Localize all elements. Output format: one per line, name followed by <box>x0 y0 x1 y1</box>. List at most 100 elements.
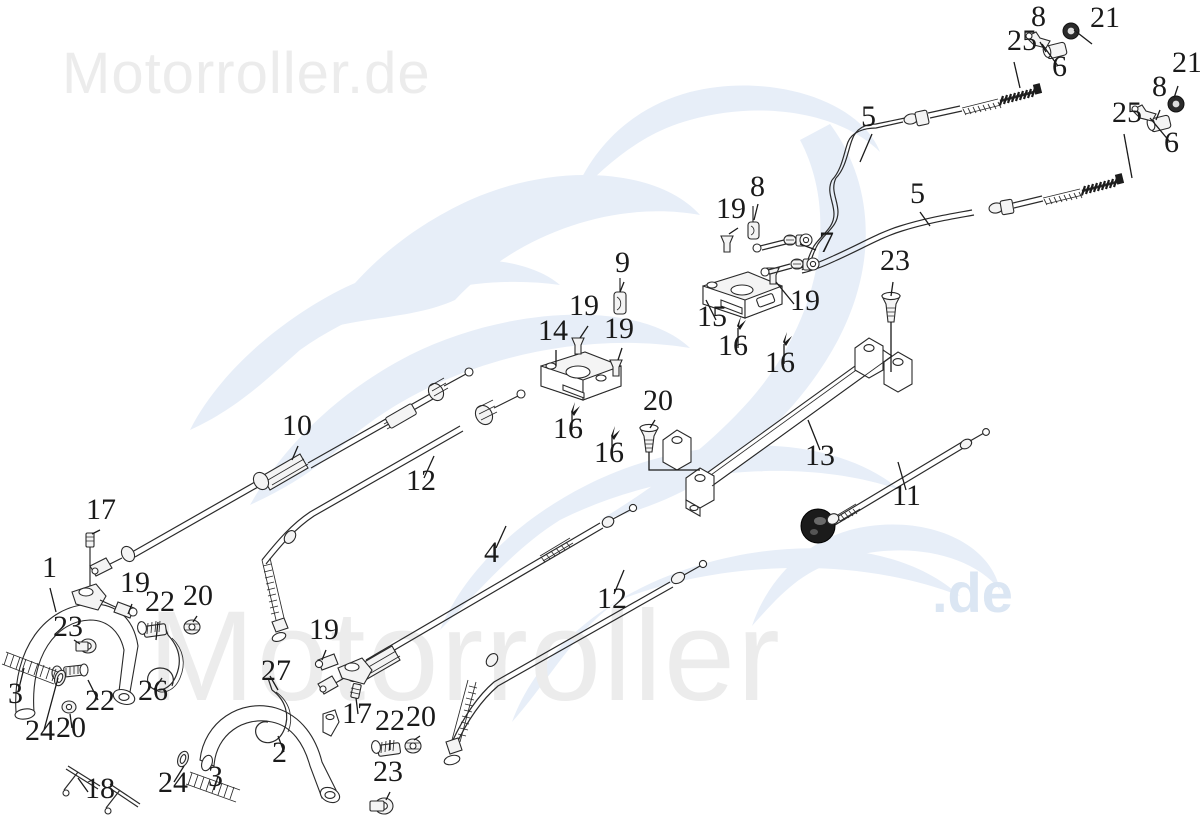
cable-spring-25b <box>1080 173 1125 196</box>
cable-12-top-end <box>474 389 526 426</box>
cable-sleeve-ribbed-2 <box>1042 188 1084 206</box>
callout-22b: 22 <box>85 684 115 717</box>
arrow-markers <box>571 316 792 440</box>
callout-6b: 6 <box>1164 126 1179 159</box>
callout-2: 2 <box>272 736 287 769</box>
callout-8c: 8 <box>750 170 765 203</box>
cable-10-end <box>427 367 474 402</box>
brake-cable-lower-assembly <box>832 95 1185 262</box>
callout-13: 13 <box>805 439 835 472</box>
cable-spring-25 <box>998 83 1043 106</box>
nut-20-left <box>61 700 77 714</box>
callout-18: 18 <box>85 772 115 805</box>
cable-11-sleeve <box>835 503 861 523</box>
callout-24b: 24 <box>158 766 188 799</box>
cable-12-lower-coil <box>451 679 478 743</box>
callout-22a: 22 <box>145 585 175 618</box>
callout-24a: 24 <box>25 714 55 747</box>
callout-23c: 23 <box>373 755 403 788</box>
bolt-6b <box>1131 104 1157 122</box>
cable-12-lower-top-end <box>670 559 708 585</box>
callout-5a: 5 <box>861 100 876 133</box>
callout-12a: 12 <box>406 464 436 497</box>
cable-12-bottom-end <box>271 617 289 643</box>
cable-sleeve-ribbed <box>961 98 1002 116</box>
callout-5b: 5 <box>910 177 925 210</box>
cable-10-left-end <box>89 545 136 577</box>
callout-25a: 25 <box>1007 24 1037 57</box>
t-pin-18a <box>62 765 101 797</box>
nut-21b <box>1167 95 1185 113</box>
spacer-bush-9 <box>613 278 627 315</box>
spring-3-bottom <box>177 750 241 803</box>
cable-12-coil <box>261 557 285 621</box>
screw-23-handle <box>75 638 97 654</box>
cable-guide-block-14 <box>540 351 622 401</box>
callout-16c: 16 <box>553 412 583 445</box>
spring-clip-27 <box>255 677 292 744</box>
callout-15: 15 <box>697 300 727 333</box>
cable-10-adjuster <box>252 453 309 491</box>
callout-10: 10 <box>282 409 312 442</box>
cable-12-upper <box>261 389 526 643</box>
bottom-watermark-text: Motorroller <box>148 585 782 728</box>
cable-12-bend-fitting <box>283 530 297 544</box>
bracket-joint-19-mid <box>314 653 373 685</box>
callout-19b: 19 <box>790 284 820 317</box>
callout-26: 26 <box>138 674 168 707</box>
bolt-22-bottom <box>371 739 402 757</box>
callout-6a: 6 <box>1052 50 1067 83</box>
support-bracket-13 <box>662 337 913 517</box>
callout-labels: 25 8 21 6 21 8 25 6 5 5 8 19 7 19 23 15 … <box>8 0 1200 805</box>
callout-8a: 8 <box>1031 0 1046 33</box>
cable-11 <box>800 428 990 544</box>
clip-pin-19d <box>609 359 623 377</box>
callout-7: 7 <box>819 226 834 259</box>
pin-17-mid <box>349 683 362 699</box>
brake-cable-upper-assembly <box>831 22 1080 181</box>
t-pin-18b <box>104 783 141 815</box>
top-watermark-text: Motorroller.de <box>62 41 431 106</box>
cable-12-lower <box>443 559 708 766</box>
callout-leaders <box>17 29 1179 801</box>
callout-20a: 20 <box>643 384 673 417</box>
cable-10 <box>89 367 474 577</box>
bolt-6 <box>1025 31 1051 49</box>
nut-20-mid <box>183 619 201 635</box>
cable-end-fitting <box>903 105 963 127</box>
bracket-joint-19-left <box>71 583 138 619</box>
callout-20d: 20 <box>406 700 436 733</box>
nut-20-bottom <box>404 738 422 754</box>
clip-pin-19a <box>720 235 734 253</box>
watermark-layer: .de Motorroller Motorroller.de <box>62 41 1013 728</box>
callout-16b: 16 <box>765 346 795 379</box>
barrel-8-small <box>747 206 760 240</box>
cable-guide-block-15 <box>702 271 783 319</box>
cable-splitter-7 <box>752 233 820 277</box>
callout-23b: 23 <box>53 610 83 643</box>
callout-21b: 21 <box>1172 46 1200 79</box>
de-watermark-text: .de <box>932 561 1013 624</box>
cable-4-sleeve <box>539 537 574 563</box>
callout-17b: 17 <box>342 697 372 730</box>
bolt-22-handle <box>63 663 89 678</box>
callout-11: 11 <box>892 479 921 512</box>
callout-19e: 19 <box>120 566 150 599</box>
callout-4: 4 <box>484 536 499 569</box>
callout-23a: 23 <box>880 244 910 277</box>
callout-12b: 12 <box>597 582 627 615</box>
callout-19c: 19 <box>569 289 599 322</box>
screw-20-bracket <box>639 423 700 471</box>
callout-21a: 21 <box>1090 1 1120 34</box>
callout-14: 14 <box>538 314 568 347</box>
callout-1: 1 <box>42 551 57 584</box>
pin-17-left <box>85 532 95 592</box>
callout-25b: 25 <box>1112 96 1142 129</box>
nut-21 <box>1062 22 1080 40</box>
cable-end-fitting-2 <box>988 195 1044 216</box>
grab-handle-2 <box>199 705 341 804</box>
callout-9: 9 <box>615 246 630 279</box>
callout-8b: 8 <box>1152 70 1167 103</box>
